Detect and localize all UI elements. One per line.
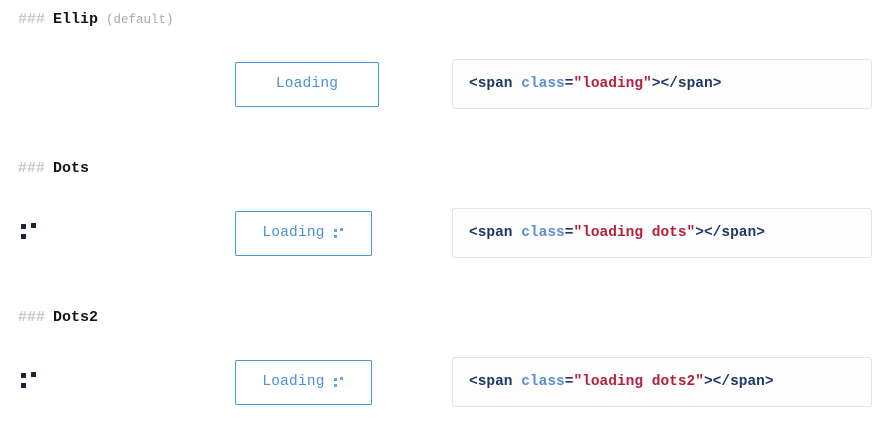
code-snippet-ellip: <span class="loading"></span> <box>469 77 721 92</box>
dot-1 <box>21 224 26 229</box>
code-token-open-tag: <span <box>469 75 513 92</box>
code-block-dots: <span class="loading dots"></span> <box>452 208 872 258</box>
dot-2 <box>339 377 343 380</box>
heading-note: (default) <box>106 13 174 27</box>
code-token-attr: class <box>521 373 565 390</box>
dot-2 <box>31 223 36 228</box>
loading-button-label: Loading <box>262 225 325 242</box>
code-token-space <box>513 374 522 390</box>
code-token-equals: = <box>564 373 574 390</box>
code-token-equals: = <box>564 75 574 92</box>
dot-1 <box>21 373 26 378</box>
code-token-open-tag: <span <box>469 224 513 241</box>
dot-1 <box>333 229 337 232</box>
code-token-attr: class <box>521 224 565 241</box>
code-snippet-dots2: <span class="loading dots2"></span> <box>469 375 774 390</box>
standalone-loader-dots2 <box>18 357 58 409</box>
code-token-close-bracket: > <box>651 75 661 92</box>
dot-3 <box>21 234 26 239</box>
code-token-value: "loading dots" <box>573 224 696 241</box>
demo-row-ellip: Loading <span class="loading"></span> <box>0 59 888 111</box>
dot-1 <box>333 378 337 381</box>
section-heading-dots: ### Dots <box>18 159 97 179</box>
code-token-space <box>513 76 522 92</box>
dots-spinner-icon <box>333 227 345 240</box>
code-token-close-tag: </span <box>660 75 713 92</box>
code-block-ellip: <span class="loading"></span> <box>452 59 872 109</box>
code-token-space <box>513 225 522 241</box>
heading-hash-marks: ### <box>18 309 46 326</box>
code-token-close-bracket: > <box>703 373 713 390</box>
code-token-equals: = <box>564 224 574 241</box>
dots2-loader-icon <box>20 369 44 393</box>
loading-button-label: Loading <box>262 374 325 391</box>
code-token-close-bracket: > <box>695 224 704 241</box>
loading-button-label: Loading <box>275 76 339 93</box>
dot-3 <box>333 235 337 238</box>
code-token-value: "loading" <box>573 75 652 92</box>
heading-title: Dots <box>53 160 90 177</box>
loading-button-ellip[interactable]: Loading <box>235 62 379 107</box>
section-heading-dots2: ### Dots2 <box>18 308 106 328</box>
code-token-close-tag: </span <box>703 224 757 241</box>
demo-row-dots2: Loading <span class="loading dots2"></sp… <box>0 357 888 409</box>
demo-row-dots: Loading <span class="loading dots"></spa… <box>0 208 888 260</box>
code-token-value: "loading dots2" <box>573 373 704 390</box>
code-token-open-tag: <span <box>469 373 513 390</box>
heading-hash-marks: ### <box>18 11 46 28</box>
dot-2 <box>339 228 343 231</box>
code-block-dots2: <span class="loading dots2"></span> <box>452 357 872 407</box>
section-heading-ellip: ### Ellip (default) <box>18 10 174 30</box>
code-snippet-dots: <span class="loading dots"></span> <box>469 226 765 241</box>
code-token-end-bracket: > <box>756 224 765 241</box>
loading-button-dots2[interactable]: Loading <box>235 360 372 405</box>
dots-loader-icon <box>20 220 44 244</box>
code-token-close-tag: </span <box>712 373 765 390</box>
dot-2 <box>31 372 36 377</box>
code-token-end-bracket: > <box>764 373 774 390</box>
heading-title: Dots2 <box>53 309 99 326</box>
heading-hash-marks: ### <box>18 160 46 177</box>
dot-3 <box>21 383 26 388</box>
standalone-loader-dots <box>18 208 58 260</box>
heading-title: Ellip <box>53 11 99 28</box>
dots2-spinner-icon <box>333 376 345 389</box>
code-token-attr: class <box>521 75 565 92</box>
code-token-end-bracket: > <box>712 75 722 92</box>
dot-3 <box>333 384 337 387</box>
loading-button-dots[interactable]: Loading <box>235 211 372 256</box>
